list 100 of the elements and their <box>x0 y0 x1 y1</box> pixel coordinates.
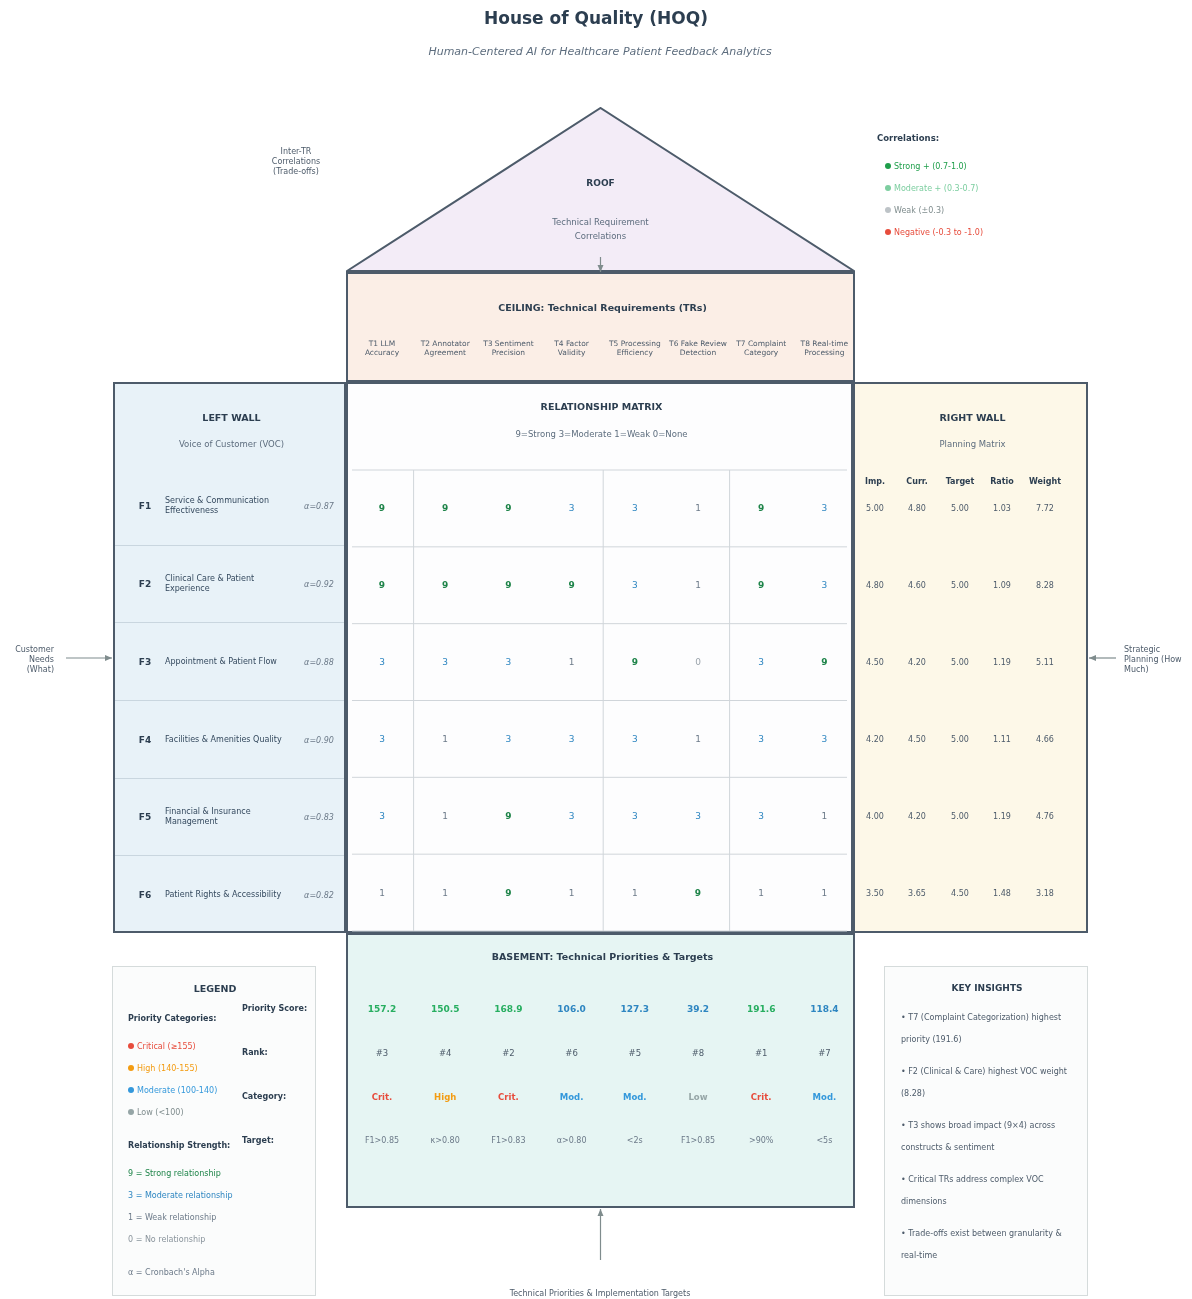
alpha-value: α=0.83 <box>304 813 334 822</box>
matrix-value: 9 <box>505 887 512 898</box>
matrix-value: 1 <box>695 503 701 514</box>
matrix-value: 3 <box>821 503 828 514</box>
arrow <box>1088 655 1117 661</box>
planning-value: 8.28 <box>1036 580 1054 590</box>
alpha-value: α=0.92 <box>304 580 334 589</box>
section-heading: RELATIONSHIP MATRIX <box>540 400 663 412</box>
planning-value: 1.19 <box>993 811 1011 821</box>
roof-triangle <box>346 107 855 272</box>
target-value: α>0.80 <box>556 1135 587 1145</box>
annotation-text: Strategic Planning (How Much) <box>1124 645 1183 675</box>
planning-value: 4.20 <box>908 811 926 821</box>
rank-value: #2 <box>502 1048 515 1058</box>
target-value: <5s <box>816 1135 833 1145</box>
alpha-value: α=0.82 <box>304 890 334 900</box>
planning-value: 4.50 <box>908 734 926 744</box>
matrix-value: 3 <box>505 733 512 744</box>
need-label: Clinical Care & Patient Experience <box>165 574 256 595</box>
matrix-value: 1 <box>758 887 765 898</box>
legend-label: Moderate (100-140) <box>137 1085 218 1095</box>
section-heading: LEFT WALL <box>202 411 261 423</box>
matrix-value: 3 <box>821 733 828 744</box>
section-heading: CEILING: Technical Requirements (TRs) <box>498 301 707 313</box>
planning-value: 4.76 <box>1036 811 1054 821</box>
planning-value: 1.09 <box>993 580 1011 590</box>
target-value: F1>0.85 <box>680 1135 716 1145</box>
annotation-text: Technical Priorities & Implementation Targets <box>508 1289 692 1299</box>
score-value: 150.5 <box>430 1004 460 1014</box>
arrow <box>65 655 113 661</box>
matrix-value: 9 <box>505 503 512 514</box>
section-subheading: 9=Strong 3=Moderate 1=Weak 0=None <box>515 429 688 439</box>
right-wall-panel <box>853 382 1088 933</box>
category-value: Mod. <box>623 1092 647 1102</box>
matrix-value: 3 <box>568 810 575 821</box>
matrix-value: 3 <box>379 657 385 668</box>
matrix-value: 1 <box>568 657 575 668</box>
planning-value: 3.18 <box>1036 888 1054 898</box>
target-value: <2s <box>626 1135 643 1145</box>
arrow <box>597 1208 604 1261</box>
matrix-value: 1 <box>695 733 701 744</box>
arrow <box>597 256 604 273</box>
legend-label: Low (<100) <box>137 1107 184 1117</box>
matrix-value: 9 <box>758 580 765 591</box>
matrix-value: 3 <box>631 733 638 744</box>
matrix-value: 3 <box>631 580 638 591</box>
category-value: High <box>434 1092 457 1102</box>
score-value: 191.6 <box>746 1004 776 1014</box>
target-value: >90% <box>748 1135 774 1145</box>
target-value: F1>0.85 <box>364 1135 400 1145</box>
insight-text: • T7 (Complaint Categorization) highest priority (191.6) <box>901 1012 1063 1046</box>
rank-value: #5 <box>628 1048 642 1058</box>
row-id: F5 <box>138 812 152 823</box>
alpha-value: α=0.87 <box>304 501 334 511</box>
alpha-value: α=0.90 <box>304 735 334 745</box>
rank-value: #3 <box>375 1048 389 1058</box>
need-label: Appointment & Patient Flow <box>165 657 278 668</box>
basement-panel <box>346 933 855 1208</box>
row-label: Priority Score: <box>242 1003 308 1013</box>
section-subheading: Voice of Customer (VOC) <box>178 439 285 449</box>
matrix-value: 9 <box>758 503 765 514</box>
alpha-value: α=0.88 <box>304 657 334 667</box>
legend-label: Critical (≥155) <box>137 1041 196 1051</box>
target-value: κ>0.80 <box>430 1135 460 1145</box>
matrix-value: 1 <box>442 810 449 821</box>
rank-value: #1 <box>754 1048 768 1058</box>
insight-text: • Trade-offs exist between granularity & real-time <box>901 1228 1063 1262</box>
matrix-value: 3 <box>821 580 828 591</box>
planning-value: 3.50 <box>866 888 884 898</box>
category-value: Crit. <box>498 1092 519 1102</box>
score-value: 157.2 <box>367 1004 397 1014</box>
ceiling-panel <box>346 272 855 382</box>
section-heading: LEGEND <box>193 982 237 994</box>
section-heading: RIGHT WALL <box>939 411 1006 423</box>
category-value: Mod. <box>812 1092 837 1102</box>
planning-value: 5.00 <box>951 657 969 667</box>
legend-panel <box>112 966 316 1296</box>
matrix-value: 9 <box>378 580 386 591</box>
column-header: Ratio <box>990 476 1014 486</box>
matrix-value: 3 <box>758 733 765 744</box>
matrix-value: 3 <box>568 733 575 744</box>
planning-value: 4.50 <box>951 888 969 898</box>
insight-text: • F2 (Clinical & Care) highest VOC weight (8.28) <box>901 1066 1068 1100</box>
planning-value: 4.50 <box>866 657 884 667</box>
legend-heading: Relationship Strength: <box>128 1140 231 1150</box>
planning-value: 3.65 <box>908 888 926 898</box>
row-label: Category: <box>242 1091 287 1101</box>
matrix-value: 1 <box>379 887 385 898</box>
subtitle: Human-Centered AI for Healthcare Patient Feedback Analytics <box>428 44 772 58</box>
planning-value: 7.72 <box>1036 503 1054 513</box>
row-id: F4 <box>138 734 152 745</box>
matrix-value: 9 <box>442 580 449 591</box>
note-text: 1 = Weak relationship <box>128 1212 217 1222</box>
matrix-value: 9 <box>694 887 702 898</box>
legend-label: Weak (±0.3) <box>894 205 945 215</box>
need-label: Service & Communication Effectiveness <box>165 495 270 516</box>
annotation-text: Inter-TR Correlations (Trade-offs) <box>270 147 322 177</box>
matrix-value: 3 <box>631 503 638 514</box>
rank-value: #8 <box>691 1048 705 1058</box>
target-value: F1>0.83 <box>491 1135 526 1145</box>
